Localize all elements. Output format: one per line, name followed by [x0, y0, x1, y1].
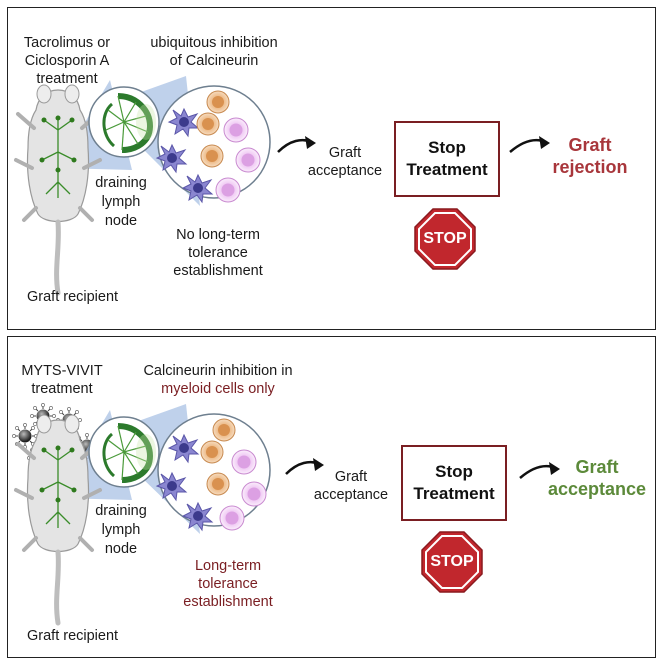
top-t-cell-icon: [206, 90, 230, 114]
bottom-graft-acceptance-line: acceptance: [313, 487, 389, 503]
top-t-cell-icon: [215, 177, 241, 203]
bottom-treatment-line: MYTS-VIVIT: [21, 363, 103, 379]
top-node-line: node: [104, 213, 138, 229]
top-tolerance-label: No long-term tolerance establishment: [158, 226, 278, 280]
top-tolerance-line: establishment: [173, 263, 263, 279]
bottom-node-label: draining lymph node: [82, 502, 160, 559]
top-treatment-label: Tacrolimus or Ciclosporin A treatment: [8, 34, 126, 88]
bottom-graft-acceptance-line: Graft: [334, 469, 368, 485]
top-treatment-line: treatment: [36, 71, 98, 87]
bottom-t-cell-icon: [212, 418, 236, 442]
top-treatment-line: Tacrolimus or: [23, 35, 111, 51]
bottom-node-line: lymph: [101, 522, 141, 538]
bottom-stop-sign-text: STOP: [430, 553, 474, 570]
top-outcome-label: Graft rejection: [540, 134, 640, 178]
top-graft-acceptance-label: Graft acceptance: [300, 144, 390, 180]
bottom-outcome-line: Graft: [575, 457, 619, 477]
top-t-cell-icon: [196, 112, 220, 136]
bottom-node-line: draining: [95, 503, 147, 519]
bottom-inhibition-highlight: myeloid cells only: [161, 381, 275, 397]
bottom-tolerance-line: establishment: [183, 594, 273, 610]
bottom-t-cell-icon: [231, 449, 257, 475]
bottom-stop-treatment-box: Stop Treatment: [401, 445, 507, 521]
bottom-tolerance-line: tolerance: [198, 576, 258, 592]
top-lymph-node-icon: [89, 87, 159, 157]
bottom-stop-treatment-line: Treatment: [413, 484, 495, 503]
bottom-graft-acceptance-label: Graft acceptance: [306, 468, 396, 504]
top-stop-sign-text: STOP: [423, 230, 467, 247]
top-treatment-line: Ciclosporin A: [24, 53, 110, 69]
top-node-line: lymph: [101, 194, 141, 210]
top-tolerance-line: No long-term: [176, 227, 260, 243]
bottom-treatment-label: MYTS-VIVIT treatment: [10, 362, 114, 398]
top-t-cell-icon: [200, 144, 224, 168]
top-outcome-line: rejection: [552, 157, 628, 177]
top-tolerance-line: tolerance: [188, 245, 248, 261]
top-recipient-label: Graft recipient: [27, 289, 119, 305]
bottom-t-cell-icon: [219, 505, 245, 531]
top-node-label: draining lymph node: [82, 174, 160, 231]
bottom-recipient-label: Graft recipient: [27, 628, 119, 644]
top-node-line: draining: [95, 175, 147, 191]
top-t-cell-icon: [223, 117, 249, 143]
bottom-outcome-label: Graft acceptance: [540, 456, 654, 500]
bottom-treatment-line: treatment: [31, 381, 93, 397]
top-inhibition-label: ubiquitous inhibition of Calcineurin: [138, 34, 290, 70]
bottom-t-cell-icon: [200, 440, 224, 464]
top-stop-treatment-line: Treatment: [406, 160, 488, 179]
top-stop-treatment-box: Stop Treatment: [394, 121, 500, 197]
bottom-lymph-node-icon: [89, 417, 159, 487]
bottom-node-line: node: [104, 541, 138, 557]
top-t-cell-icon: [235, 147, 261, 173]
bottom-stop-treatment-line: Stop: [435, 462, 473, 481]
bottom-tolerance-label: Long-term tolerance establishment: [168, 557, 288, 611]
bottom-t-cell-icon: [241, 481, 267, 507]
bottom-inhibition-label: Calcineurin inhibition in myeloid cells …: [126, 362, 310, 398]
top-stop-treatment-line: Stop: [428, 138, 466, 157]
top-inhibition-line: of Calcineurin: [169, 53, 259, 69]
top-graft-acceptance-line: acceptance: [307, 163, 383, 179]
top-inhibition-line: ubiquitous inhibition: [150, 35, 278, 51]
bottom-outcome-line: acceptance: [547, 479, 647, 499]
bottom-inhibition-line: Calcineurin inhibition in: [143, 363, 293, 379]
top-outcome-line: Graft: [568, 135, 612, 155]
bottom-tolerance-line: Long-term: [194, 558, 262, 574]
bottom-t-cell-icon: [206, 472, 230, 496]
top-graft-acceptance-line: Graft: [328, 145, 362, 161]
